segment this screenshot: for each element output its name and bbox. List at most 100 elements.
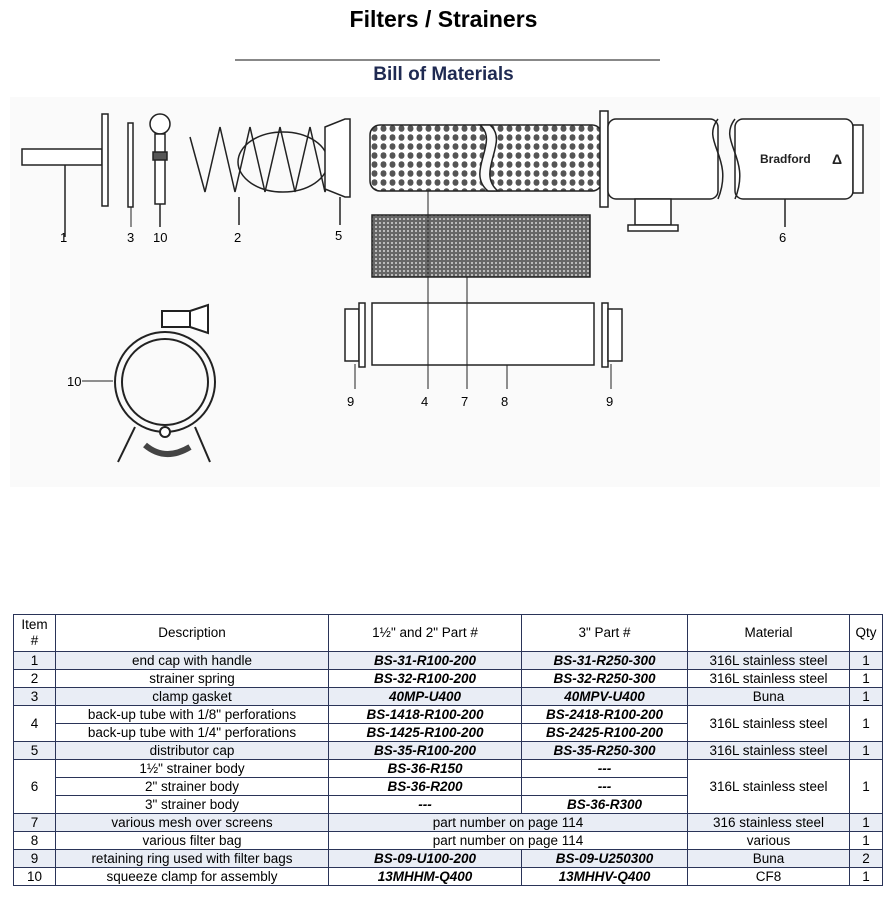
cell-material: 316L stainless steel (687, 651, 850, 670)
table-row: back-up tube with 1/4" perforations BS-1… (14, 723, 883, 742)
cell-part-2in: 13MHHM-Q400 (328, 867, 522, 886)
table-row: 6 1½" strainer body BS-36-R150 --- 316L … (13, 759, 883, 814)
cell-item: 10 (13, 867, 56, 886)
callout-1: 1 (60, 230, 67, 245)
distributor-cap-part (324, 118, 351, 225)
cell-qty: 1 (849, 741, 883, 760)
clamp-side-view-part (149, 113, 171, 227)
cell-part-3in: BS-32-R250-300 (521, 669, 688, 688)
cell-part-2in: BS-09-U100-200 (328, 849, 522, 868)
table-row: 1 end cap with handle BS-31-R100-200 BS-… (13, 651, 883, 670)
cell-part-3in: BS-36-R300 (521, 795, 688, 814)
squeeze-clamp-part (114, 303, 216, 463)
table-row: 8 various filter bag part number on page… (13, 831, 883, 850)
cell-part-3in: BS-09-U250300 (521, 849, 688, 868)
cell-description: retaining ring used with filter bags (55, 849, 329, 868)
cell-item: 6 (13, 759, 56, 814)
cell-description: distributor cap (55, 741, 329, 760)
cell-part-2in: 40MP-U400 (328, 687, 522, 706)
cell-part-2in: BS-1418-R100-200 (328, 705, 522, 724)
mesh-screen-part (371, 214, 591, 278)
cell-description: various filter bag (55, 831, 329, 850)
col-header-qty: Qty (849, 614, 883, 652)
cell-qty: 1 (849, 687, 883, 706)
cell-part-3in: 13MHHV-Q400 (521, 867, 688, 886)
end-cap-with-handle-part (21, 113, 109, 237)
cell-part-3in: 40MPV-U400 (521, 687, 688, 706)
cell-description: 2" strainer body (55, 777, 329, 796)
cell-description: 3" strainer body (55, 795, 329, 814)
cell-qty: 1 (849, 651, 883, 670)
callout-6: 6 (779, 230, 786, 245)
cell-description: clamp gasket (55, 687, 329, 706)
cell-part-2in: BS-1425-R100-200 (328, 723, 522, 742)
cell-material: Buna (687, 687, 850, 706)
strainer-spring-part (189, 126, 341, 225)
cell-part-3in: BS-35-R250-300 (521, 741, 688, 760)
cell-material: Buna (687, 849, 850, 868)
cell-part-2in: --- (328, 795, 522, 814)
cell-material: 316 stainless steel (687, 813, 850, 832)
cell-qty: 2 (849, 849, 883, 868)
cell-part-3in: --- (521, 777, 688, 796)
cell-description: back-up tube with 1/8" perforations (55, 705, 329, 724)
callout-7: 7 (461, 394, 468, 409)
cell-description: squeeze clamp for assembly (55, 867, 329, 886)
cell-material: 316L stainless steel (687, 705, 850, 742)
cell-material: 316L stainless steel (687, 759, 850, 814)
cell-qty: 1 (849, 759, 883, 814)
cell-description: end cap with handle (55, 651, 329, 670)
cell-item: 5 (13, 741, 56, 760)
clamp-gasket-part (127, 122, 134, 208)
cell-part-reference: part number on page 114 (328, 813, 688, 832)
cell-qty: 1 (849, 831, 883, 850)
callout-9-right: 9 (606, 394, 613, 409)
page-subtitle: Bill of Materials (373, 64, 514, 85)
retaining-ring-left-part (344, 302, 366, 368)
col-header-part-2in: 1½" and 2" Part # (328, 614, 522, 652)
col-header-material: Material (687, 614, 850, 652)
cell-part-3in: --- (521, 759, 688, 778)
callout-4: 4 (421, 394, 428, 409)
table-row: 10 squeeze clamp for assembly 13MHHM-Q40… (13, 867, 883, 886)
cell-material: 316L stainless steel (687, 741, 850, 760)
exploded-parts-diagram: Bradford Δ 1 3 10 2 5 6 10 9 4 7 8 9 (10, 97, 880, 487)
retaining-ring-right-part (601, 302, 623, 368)
cell-part-reference: part number on page 114 (328, 831, 688, 850)
cell-part-2in: BS-36-R200 (328, 777, 522, 796)
table-header-row: Item # Description 1½" and 2" Part # 3" … (13, 614, 883, 652)
cell-material: 316L stainless steel (687, 669, 850, 688)
cell-qty: 1 (849, 867, 883, 886)
cell-item: 7 (13, 813, 56, 832)
cell-material: various (687, 831, 850, 850)
cell-qty: 1 (849, 705, 883, 742)
cell-description: various mesh over screens (55, 813, 329, 832)
cell-item: 3 (13, 687, 56, 706)
perforated-backup-tube-part (369, 124, 603, 192)
cell-qty: 1 (849, 813, 883, 832)
cell-part-2in: BS-32-R100-200 (328, 669, 522, 688)
cell-description: back-up tube with 1/4" perforations (55, 723, 329, 742)
cell-part-2in: BS-31-R100-200 (328, 651, 522, 670)
callout-5: 5 (335, 228, 342, 243)
table-row: 3" strainer body --- BS-36-R300 (14, 795, 883, 814)
table-row: 9 retaining ring used with filter bags B… (13, 849, 883, 868)
bill-of-materials-table: Item # Description 1½" and 2" Part # 3" … (13, 614, 883, 886)
cell-description: strainer spring (55, 669, 329, 688)
cell-item: 9 (13, 849, 56, 868)
cell-part-3in: BS-31-R250-300 (521, 651, 688, 670)
filter-bag-tube-part (371, 302, 595, 366)
cell-part-3in: BS-2418-R100-200 (521, 705, 688, 724)
table-row: 7 various mesh over screens part number … (13, 813, 883, 832)
bradford-logo: Bradford (760, 152, 811, 166)
cell-item: 1 (13, 651, 56, 670)
page-title: Filters / Strainers (349, 6, 538, 32)
cell-material: CF8 (687, 867, 850, 886)
cell-part-3in: BS-2425-R100-200 (521, 723, 688, 742)
callout-3: 3 (127, 230, 134, 245)
table-row: 5 distributor cap BS-35-R100-200 BS-35-R… (13, 741, 883, 760)
col-header-item: Item # (13, 614, 56, 652)
cell-item: 8 (13, 831, 56, 850)
callout-10-top: 10 (153, 230, 167, 245)
table-row: 3 clamp gasket 40MP-U400 40MPV-U400 Buna… (13, 687, 883, 706)
